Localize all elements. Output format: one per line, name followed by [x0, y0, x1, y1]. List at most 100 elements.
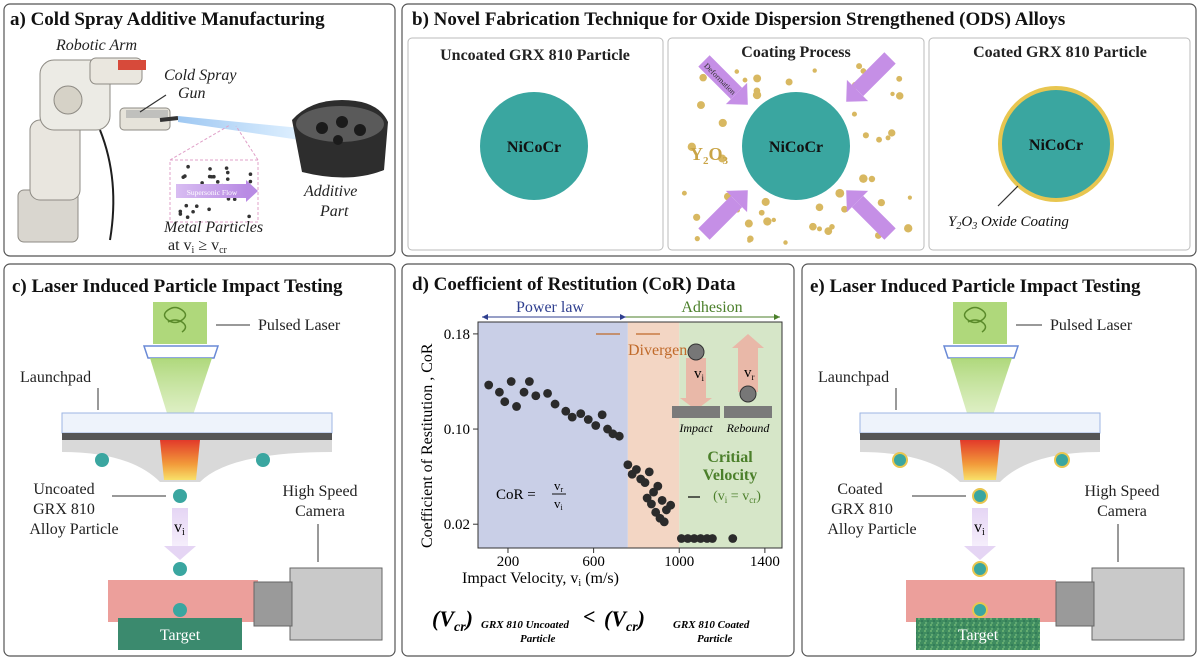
- metal-particle: [247, 214, 251, 219]
- inequality-right: (Vcr): [604, 606, 645, 635]
- coating-core-label: NiCoCr: [769, 139, 823, 156]
- data-point: [659, 517, 669, 527]
- power-law-label: Power law: [516, 299, 584, 316]
- data-point: [647, 499, 656, 509]
- metal-particle: [224, 166, 229, 170]
- metal-particle: [183, 174, 187, 178]
- data-point: [550, 399, 560, 409]
- y2o3-particle: [785, 78, 793, 86]
- launched-particle: [256, 453, 270, 467]
- uncoated-particle-title: Uncoated GRX 810 Particle: [440, 47, 630, 64]
- data-point: [632, 465, 641, 474]
- y2o3-particle: [694, 236, 700, 242]
- coated-particle: [998, 86, 1114, 202]
- laser-beam: [150, 358, 212, 436]
- y2o3-particle: [718, 154, 727, 163]
- pulsed-laser-label: Pulsed Laser: [258, 317, 341, 334]
- rebound-inset: vr Rebound: [724, 334, 772, 435]
- coated-particle-in-flight: [972, 488, 988, 504]
- x-tick-label: 1000: [664, 554, 694, 570]
- inequality-left-note-1: GRX 810 Uncoated: [481, 619, 570, 631]
- inequality-operator: <: [583, 604, 596, 629]
- data-point: [676, 534, 686, 543]
- data-point: [519, 387, 529, 397]
- y2o3-particle: [896, 75, 903, 82]
- y2o3-particle: [752, 90, 762, 100]
- additive-part-label-1: Additive: [303, 183, 357, 200]
- data-point: [512, 402, 521, 411]
- launchpad-label: Launchpad: [20, 369, 91, 386]
- particle-impact: [173, 603, 187, 617]
- spray-beam: [178, 116, 300, 140]
- y2o3-particle: [744, 219, 753, 228]
- chart-y-ticks: 0.020.100.18: [444, 327, 478, 533]
- impact-label: Impact: [678, 421, 713, 435]
- y2o3-particle: [718, 118, 727, 128]
- y2o3-particle: [761, 197, 770, 206]
- metal-particle: [191, 209, 195, 214]
- metal-particle: [209, 174, 214, 179]
- focusing-lens: [142, 345, 220, 359]
- cor-frac-denominator: vi: [554, 496, 564, 512]
- data-point: [583, 415, 593, 424]
- metal-particle: [248, 172, 253, 177]
- focusing-lens: [942, 345, 1020, 359]
- coated-particle-approach: [972, 561, 988, 577]
- laser-wave-icon: [163, 306, 187, 333]
- y2o3-particle: [812, 68, 817, 73]
- gun-pointer: [139, 94, 167, 113]
- metal-particle: [226, 197, 231, 201]
- y2o3-particle: [815, 203, 824, 212]
- metal-particle: [215, 180, 220, 184]
- data-point: [728, 534, 738, 543]
- laser-beam: [950, 358, 1012, 436]
- chart-frame: [477, 321, 783, 549]
- impact-velocity-label: vi: [694, 366, 705, 383]
- y2o3-particle: [876, 136, 882, 143]
- uncoated-particle: [480, 92, 588, 200]
- y2o3-particle: [809, 222, 817, 231]
- rebound-velocity-label: vr: [744, 365, 755, 382]
- camera-label-2: Camera: [1097, 503, 1147, 520]
- trajectory-arrowhead: [964, 546, 996, 560]
- launched-coated-particle: [892, 452, 908, 468]
- y2o3-particle: [851, 111, 857, 117]
- y2o3-particle: [856, 63, 863, 70]
- y2o3-particle: [824, 227, 833, 236]
- metal-particle: [232, 197, 237, 202]
- particle-label-2: GRX 810: [831, 501, 893, 518]
- metal-particle: [207, 207, 211, 212]
- y2o3-label: Y2O3: [690, 144, 729, 167]
- data-point: [531, 391, 541, 401]
- additive-part-illustration: [292, 100, 388, 178]
- inequality-right-note-1: GRX 810 Coated: [673, 619, 750, 631]
- target-stage: [916, 618, 1040, 650]
- adhesion-label: Adhesion: [681, 299, 742, 316]
- metal-particle: [200, 181, 204, 185]
- camera-label-1: High Speed: [1084, 483, 1159, 500]
- metal-particle: [178, 212, 183, 216]
- data-point: [567, 412, 577, 422]
- y2o3-particle: [885, 135, 891, 141]
- y-tick-label: 0.10: [444, 422, 470, 438]
- coating-process-title: Coating Process: [741, 44, 850, 61]
- data-point: [653, 481, 663, 491]
- metal-particle: [208, 167, 212, 171]
- uncoated-core-label: NiCoCr: [507, 139, 561, 156]
- additive-part-label-2: Part: [319, 203, 349, 220]
- y2o3-particle: [841, 205, 848, 213]
- data-point: [524, 377, 534, 386]
- camera-body: [1091, 567, 1185, 641]
- launchpad-label: Launchpad: [818, 369, 889, 386]
- spray-gun-label-1: Cold Spray: [164, 67, 237, 84]
- y2o3-particle: [888, 129, 896, 137]
- y-tick-label: 0.02: [444, 517, 470, 533]
- panel-c-title: c) Laser Induced Particle Impact Testing: [12, 276, 343, 297]
- robotic-arm-label: Robotic Arm: [55, 37, 137, 54]
- impact-inset: vi Impact: [672, 343, 720, 435]
- pulsed-laser-label: Pulsed Laser: [1050, 317, 1133, 334]
- inequality-left: (Vcr): [432, 606, 473, 635]
- panel-a: a) Cold Spray Additive Manufacturing: [3, 3, 396, 257]
